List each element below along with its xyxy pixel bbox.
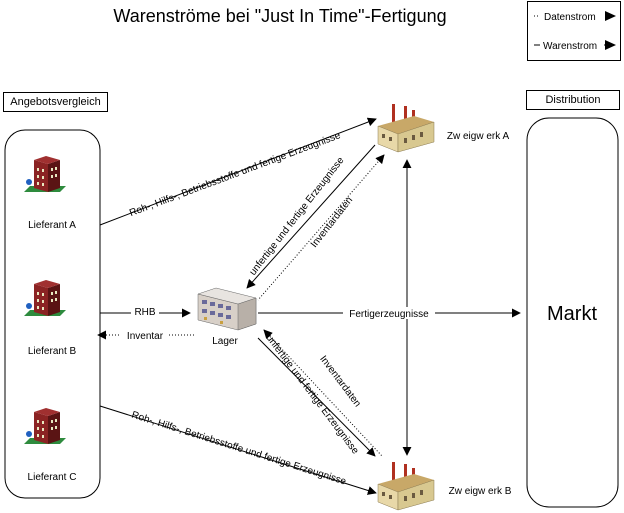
label-plant-a-inventory-data: Inventardaten xyxy=(309,195,355,250)
legend: Datenstrom Warenstrom xyxy=(527,1,621,61)
legend-goods-flow-arrow xyxy=(605,40,616,50)
market-container xyxy=(526,117,619,508)
diagram-title: Warenströme bei "Just In Time"-Fertigung xyxy=(113,6,447,26)
label-inventory: Inventar xyxy=(127,331,164,342)
label-supplier-c-to-plant-b: Roh-, Hilfs-, Betriebsstoffe und fertige… xyxy=(130,410,348,488)
market-label: Markt xyxy=(547,303,597,325)
flow-supplier-a-to-plant-a xyxy=(99,117,377,226)
supplier-a-building-icon xyxy=(24,156,66,192)
plant-a-factory-icon xyxy=(377,104,435,153)
supply-comparison-label: Angebotsvergleich xyxy=(3,92,108,112)
flow-supplier-c-to-plant-b xyxy=(99,405,377,495)
supplier-b-building-icon xyxy=(24,280,66,316)
supplier-a-label: Lieferant A xyxy=(28,220,76,231)
plant-a-label: Zw eigw erk A xyxy=(447,131,510,142)
plant-b-factory-icon xyxy=(377,462,435,511)
plant-b-label: Zw eigw erk B xyxy=(449,486,512,497)
supplier-c-label: Lieferant C xyxy=(28,472,77,483)
flow-plant-a-to-warehouse xyxy=(246,144,376,289)
distribution-label: Distribution xyxy=(526,90,620,110)
flow-warehouse-to-plant-b xyxy=(257,337,376,457)
legend-svg: Datenstrom Warenstrom xyxy=(534,11,616,52)
legend-data-flow-arrow xyxy=(605,11,616,21)
label-rhb: RHB xyxy=(134,307,155,318)
supplier-c-building-icon xyxy=(24,408,66,444)
label-finished-goods: Fertigerzeugnisse xyxy=(349,309,429,320)
flow-plant-a-inventory-data xyxy=(257,154,385,301)
legend-goods-flow-label: Warenstrom xyxy=(543,41,597,52)
legend-data-flow-label: Datenstrom xyxy=(544,12,596,23)
supplier-b-label: Lieferant B xyxy=(28,346,77,357)
warehouse-icon xyxy=(197,287,257,331)
warehouse-label: Lager xyxy=(212,336,238,347)
